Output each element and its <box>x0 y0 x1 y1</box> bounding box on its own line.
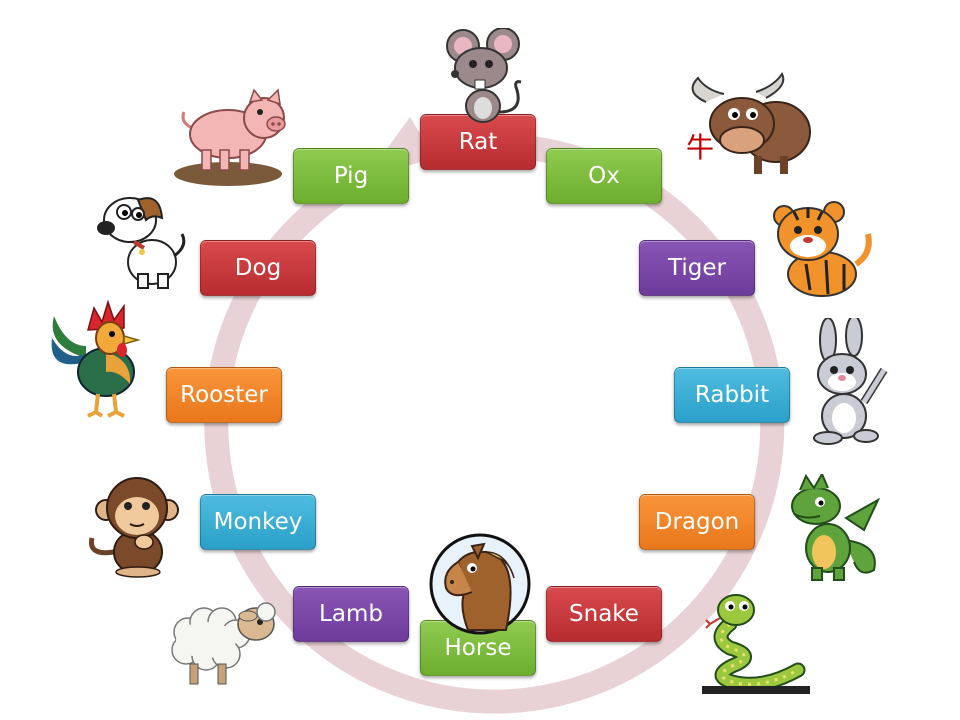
ox-chinese-character: 牛 <box>686 131 715 164</box>
zodiac-box-tiger[interactable]: Tiger <box>639 240 755 296</box>
zodiac-box-pig[interactable]: Pig <box>293 148 409 204</box>
zodiac-box-ox[interactable]: Ox <box>546 148 662 204</box>
rooster-icon <box>51 299 141 418</box>
zodiac-box-monkey[interactable]: Monkey <box>200 494 316 550</box>
ox-icon <box>691 72 811 174</box>
monkey-icon <box>88 477 179 578</box>
rat-icon <box>446 28 522 123</box>
zodiac-box-snake[interactable]: Snake <box>546 586 662 642</box>
horse-icon <box>429 533 531 635</box>
dragon-icon <box>791 474 881 581</box>
tiger-icon <box>773 201 872 297</box>
zodiac-box-dog[interactable]: Dog <box>200 240 316 296</box>
zodiac-box-dragon[interactable]: Dragon <box>639 494 755 550</box>
pig-icon <box>174 88 286 186</box>
lamb-icon <box>171 602 276 685</box>
rabbit-icon <box>813 318 888 445</box>
snake-icon <box>702 594 810 694</box>
zodiac-box-rabbit[interactable]: Rabbit <box>674 367 790 423</box>
zodiac-box-lamb[interactable]: Lamb <box>293 586 409 642</box>
dog-icon <box>97 197 186 289</box>
zodiac-box-horse[interactable]: Horse <box>420 620 536 676</box>
zodiac-box-rooster[interactable]: Rooster <box>166 367 282 423</box>
